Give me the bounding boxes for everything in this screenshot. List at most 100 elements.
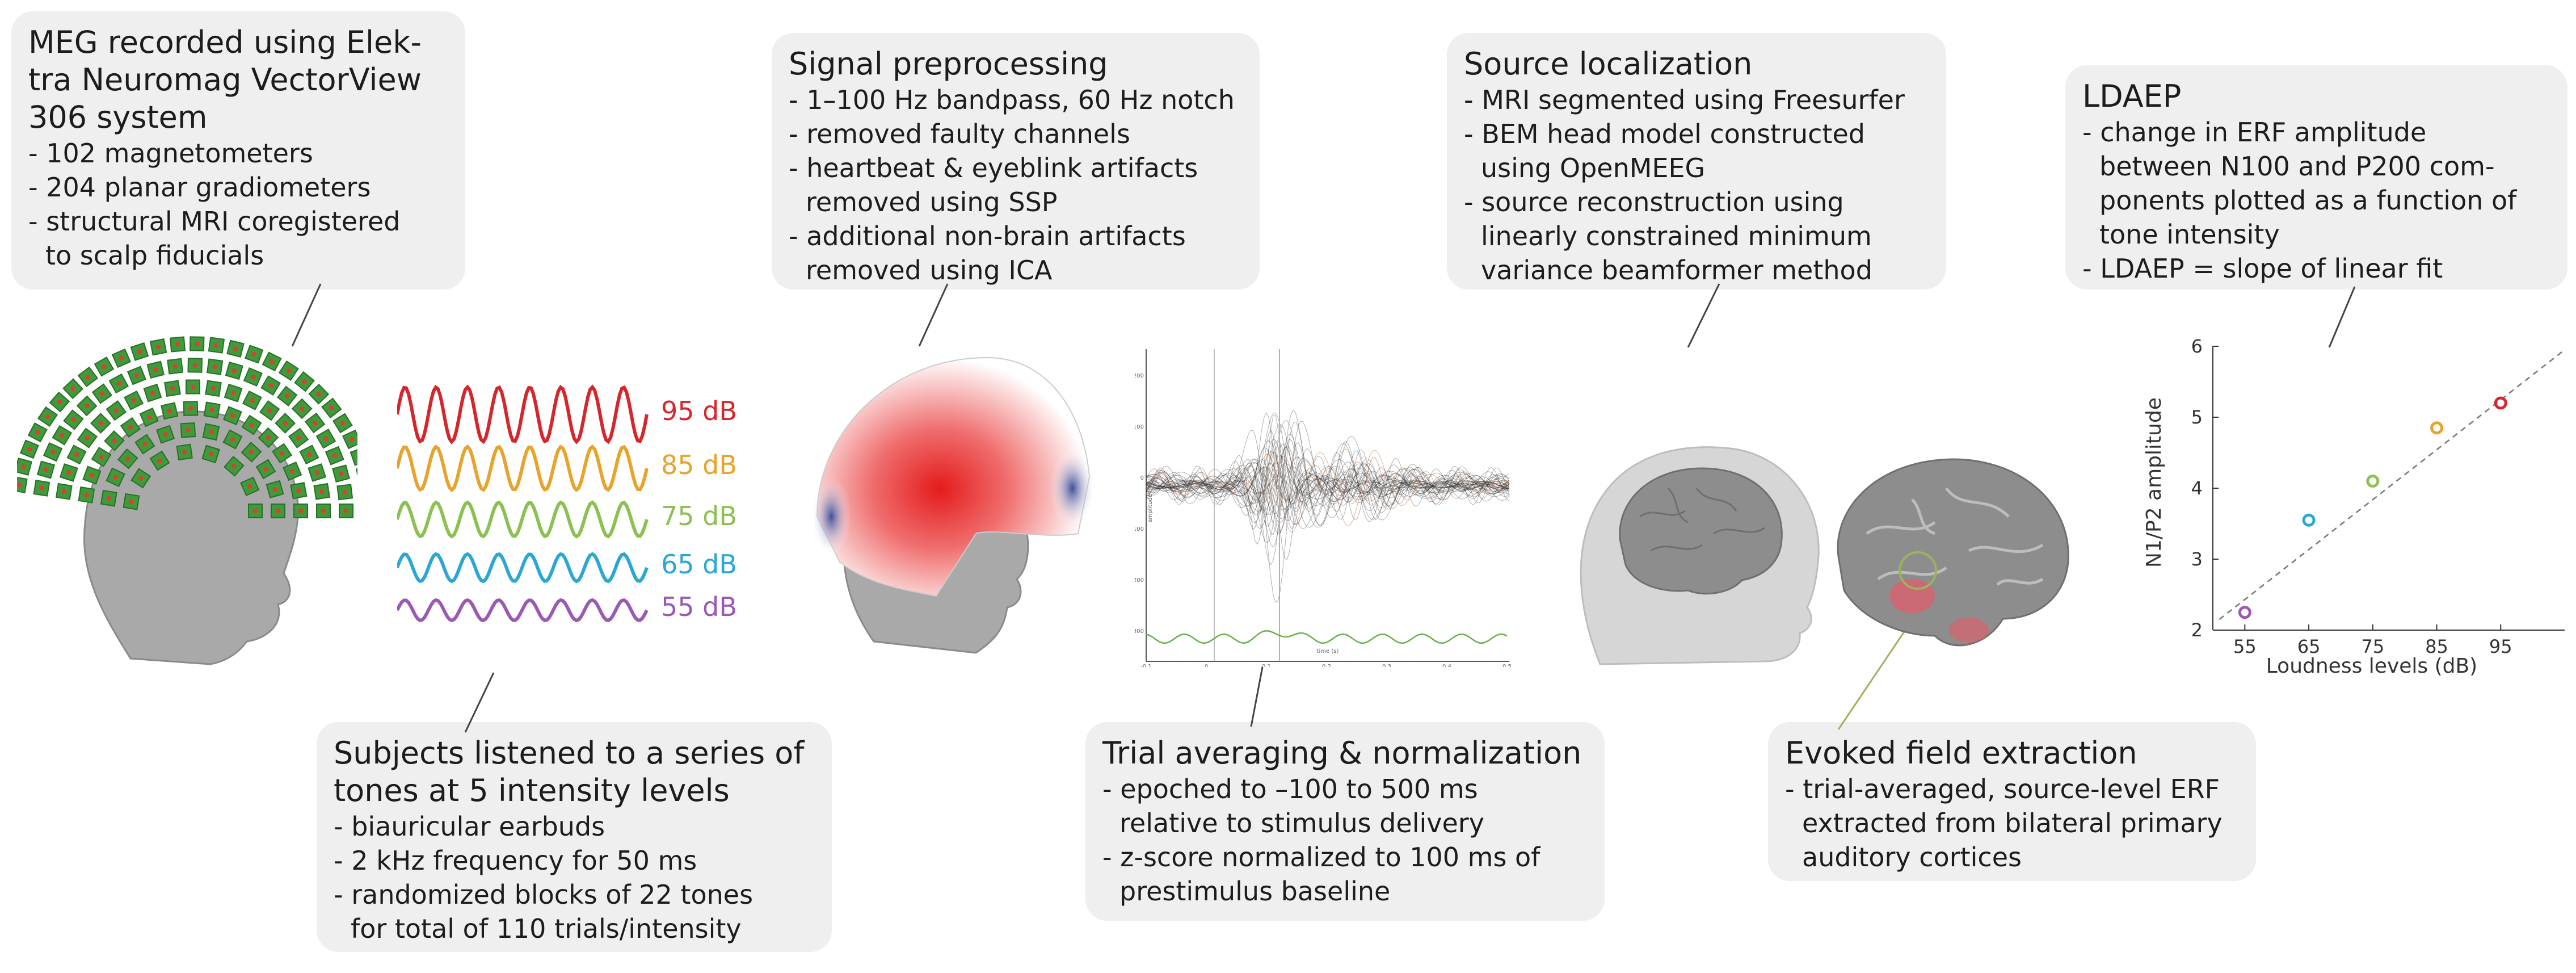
sensor-marker — [263, 467, 268, 472]
sensor-marker — [128, 425, 133, 430]
sensor-marker — [119, 356, 124, 360]
sensor-marker — [146, 415, 151, 420]
sensor-marker — [323, 436, 329, 441]
signal-trace — [1146, 466, 1510, 515]
sensor-marker — [195, 341, 200, 346]
source-item: variance beamformer method — [1481, 255, 1872, 286]
y-tick-label: 5 — [2191, 406, 2203, 428]
sensor-marker — [99, 454, 104, 459]
signal-trace — [1146, 450, 1510, 533]
sensor-marker — [231, 391, 236, 396]
data-point — [2238, 606, 2251, 619]
tone-label-95: 95 dB — [661, 396, 737, 426]
signal-trace — [1146, 464, 1510, 506]
sensor-cube — [316, 504, 331, 518]
sensor-marker — [253, 509, 258, 513]
subjects-item: - randomized blocks of 22 tones — [334, 879, 754, 910]
sensor-marker — [250, 375, 255, 379]
tone-wave — [397, 552, 649, 584]
signal-trace — [1146, 409, 1510, 565]
ldaep-item: tone intensity — [2099, 219, 2280, 250]
signal-trace — [1146, 471, 1510, 499]
sensor-marker — [21, 464, 26, 469]
cortex-illustration — [1837, 458, 2069, 647]
source-item: - MRI segmented using Freesurfer — [1464, 85, 1905, 115]
sensor-marker — [131, 398, 136, 403]
sensor-marker — [233, 346, 238, 351]
sensor-array — [17, 336, 357, 518]
subjects-item: for total of 110 trials/intensity — [351, 913, 742, 944]
sensor-marker — [89, 473, 94, 478]
sensor-marker — [44, 467, 48, 472]
box-trial-averaging: Trial averaging & normalization - epoche… — [1085, 722, 1605, 921]
sensor-marker — [247, 484, 252, 489]
source-item: - BEM head model constructed — [1464, 119, 1865, 149]
sensor-marker — [249, 422, 254, 427]
signal-trace — [1146, 447, 1510, 511]
signal-trace — [1146, 438, 1510, 514]
activation-region-lower — [1949, 618, 1989, 643]
sensor-marker — [157, 458, 162, 463]
brain-folds — [1639, 487, 1765, 552]
signal-y-tick: -300 — [1135, 628, 1144, 635]
y-tick-label: 3 — [2191, 548, 2203, 570]
sensor-marker — [249, 450, 254, 455]
sensor-marker — [172, 364, 178, 369]
signal-trace — [1146, 462, 1510, 519]
tone-label-55: 55 dB — [661, 592, 737, 622]
sensor-marker — [156, 345, 161, 350]
sensor-marker — [230, 413, 235, 418]
linear-fit-line — [2219, 349, 2565, 620]
signal-trace — [1146, 458, 1510, 534]
subjects-item: - 2 kHz frequency for 50 ms — [334, 845, 697, 876]
signal-trace — [1146, 412, 1510, 529]
tone-label-75: 75 dB — [661, 501, 737, 531]
signal-x-tick: 0.5 — [1502, 664, 1512, 667]
data-point — [2302, 513, 2316, 527]
connector-source — [1687, 283, 1720, 348]
signal-trace — [1146, 420, 1510, 528]
sensor-marker — [84, 492, 89, 497]
signal-trace — [1146, 429, 1510, 530]
sensor-marker — [286, 368, 291, 373]
topography-head-illustration — [811, 357, 1095, 654]
signal-traces — [1146, 409, 1510, 603]
signal-trace — [1146, 446, 1510, 515]
signal-trace — [1146, 434, 1510, 544]
meg-sensor-head-illustration — [17, 336, 357, 665]
evoked-item: auditory cortices — [1802, 842, 2022, 873]
tone-label-65: 65 dB — [661, 549, 737, 580]
sensor-marker — [138, 476, 144, 481]
subjects-item: - biauricular earbuds — [334, 811, 605, 842]
source-item: - source reconstruction using — [1464, 187, 1844, 217]
meg-title-line-1: MEG recorded using Elek- — [28, 24, 422, 60]
signal-ylabel: amplitude (fT) — [1147, 482, 1154, 522]
meg-item: - structural MRI coregistered — [28, 206, 401, 237]
sensor-marker — [74, 452, 79, 457]
sensor-marker — [61, 489, 66, 494]
tone-wave — [397, 500, 649, 539]
sensor-marker — [344, 509, 348, 513]
sensor-marker — [267, 408, 272, 413]
ldaep-item: between N100 and P200 com- — [2099, 151, 2495, 182]
signal-x-tick: 0.2 — [1322, 664, 1331, 667]
sensor-marker — [116, 381, 121, 386]
signal-trace — [1146, 463, 1510, 500]
x-tick-label: 95 — [2489, 636, 2512, 657]
sensor-marker — [60, 433, 65, 438]
sensor-marker — [125, 456, 131, 462]
sensor-marker — [113, 408, 119, 413]
sensor-marker — [266, 435, 271, 440]
box-source-localization: Source localization - MRI segmented usin… — [1447, 33, 1946, 290]
tone-wave — [397, 444, 649, 493]
sensor-marker — [332, 453, 337, 458]
sensor-marker — [175, 342, 180, 347]
data-point — [2430, 421, 2444, 435]
preprocessing-item: - additional non-brain artifacts — [789, 221, 1186, 251]
sensor-marker — [167, 408, 172, 413]
topo-negative-region-right — [1050, 448, 1095, 528]
signal-trace — [1146, 415, 1510, 545]
ldaep-title: LDAEP — [2082, 78, 2182, 114]
tone-label-85: 85 dB — [661, 450, 737, 480]
